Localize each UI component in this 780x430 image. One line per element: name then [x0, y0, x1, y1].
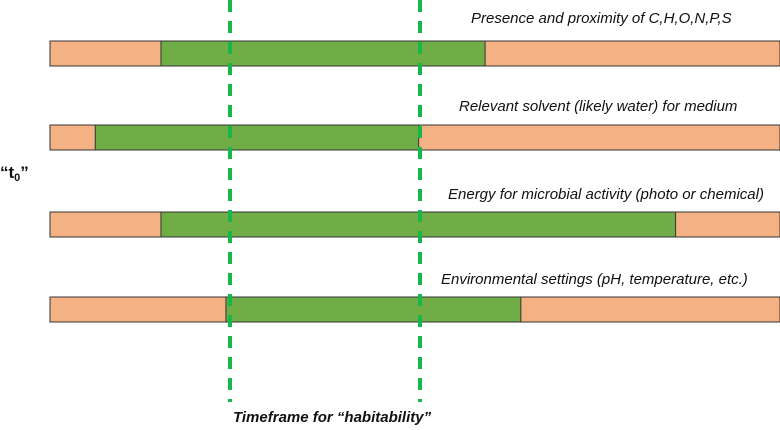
row-label-energy: Energy for microbial activity (photo or …: [448, 186, 764, 203]
row-label-solvent: Relevant solvent (likely water) for medi…: [459, 98, 738, 115]
habitable-interval-0: [160, 40, 486, 67]
row-label-elements: Presence and proximity of C,H,O,N,P,S: [471, 10, 732, 27]
habitability-caption: Timeframe for “habitability”: [233, 409, 432, 426]
habitable-interval-1: [94, 124, 420, 151]
habitable-interval-3: [225, 296, 522, 323]
t0-label: “t0”: [0, 163, 29, 184]
row-label-environment: Environmental settings (pH, temperature,…: [441, 271, 748, 288]
